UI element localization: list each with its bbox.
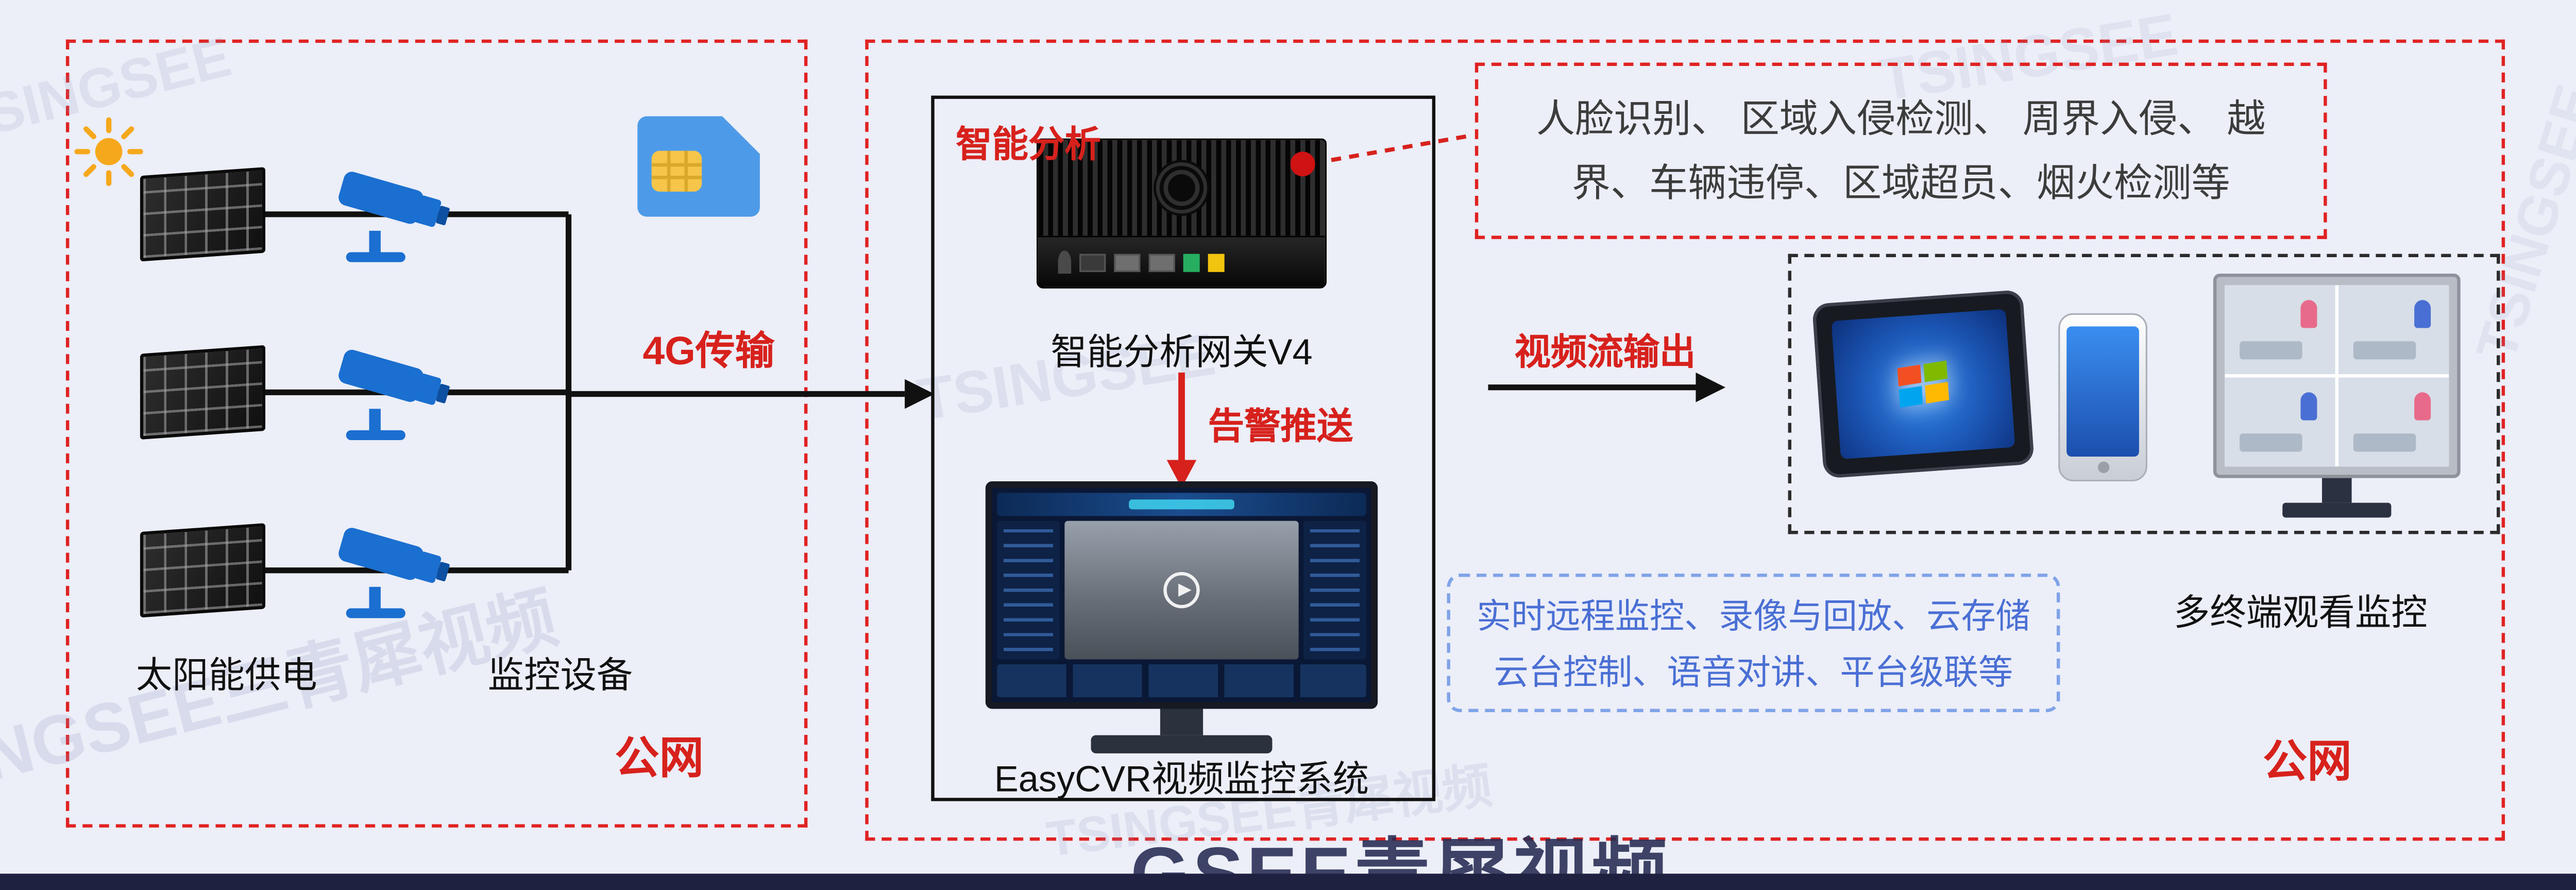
terminals-box-border: [1788, 254, 2500, 534]
power-led: [1208, 253, 1225, 272]
usb-port: [1079, 253, 1106, 272]
gateway-front-panel: [1036, 236, 1327, 289]
phone-screen: [2066, 326, 2139, 457]
tablet-screen: [1831, 309, 2015, 460]
solar-power-label: 太阳能供电: [135, 654, 317, 696]
easycvr-video-feed: [1064, 520, 1299, 660]
multi-terminal-label: 多终端观看监控: [2174, 592, 2428, 633]
capabilities-box: 实时远程监控、录像与回放、云存储 云台控制、语音对讲、平台级联等: [1447, 574, 2060, 712]
easycvr-monitor-image: [985, 481, 1378, 753]
cctv-camera-icon: [336, 343, 468, 445]
easycvr-thumbnail-strip: [997, 664, 1366, 698]
capabilities-line1: 实时远程监控、录像与回放、云存储: [1477, 598, 2030, 636]
easycvr-screen: [985, 481, 1378, 709]
platform-zone-border: [865, 39, 2505, 841]
public-network-label-left: 公网: [615, 733, 704, 783]
camera-view-cell: [2338, 285, 2449, 375]
easycvr-header-bar: [997, 493, 1366, 516]
intelligent-analysis-label: 智能分析: [956, 123, 1101, 165]
ai-features-text: 人脸识别、 区域入侵检测、 周界入侵、 越界、车辆违停、区域超员、烟火检测等: [1536, 98, 2266, 204]
gateway-heatsink: [1036, 138, 1327, 238]
bottom-strip: [0, 874, 2576, 890]
cctv-camera-icon: [336, 165, 468, 267]
gateway-fan: [1154, 160, 1210, 216]
alarm-push-label: 告警推送: [1208, 405, 1353, 447]
ethernet-port: [1148, 253, 1175, 272]
status-led: [1183, 253, 1200, 272]
play-icon: [1163, 572, 1200, 609]
monitor-stand-base: [2282, 502, 2392, 518]
4g-transmission-label: 4G传输: [642, 329, 775, 375]
sim-card-icon: [631, 112, 763, 221]
tablet-icon: [1811, 289, 2035, 479]
gateway-name-label: 智能分析网关V4: [1050, 331, 1313, 373]
monitor-stand-base: [1091, 735, 1273, 753]
phone-icon: [2058, 313, 2147, 482]
surveillance-monitor-icon: [2213, 273, 2461, 478]
solar-panel-icon: [140, 523, 265, 618]
easycvr-dashboard: [997, 520, 1366, 660]
solar-panel-icon: [140, 167, 265, 262]
video-output-label: 视频流输出: [1514, 331, 1696, 373]
ai-gateway-device-image: [1036, 138, 1327, 290]
phone-home-button: [2097, 461, 2109, 474]
easycvr-right-panel: [1303, 520, 1366, 660]
camera-view-cell: [2225, 377, 2335, 467]
windows-logo-icon: [1897, 360, 1950, 408]
cctv-camera-icon: [336, 521, 468, 623]
sun-icon: [73, 115, 145, 188]
camera-view-cell: [2338, 377, 2449, 467]
camera-view-cell: [2225, 285, 2335, 375]
power-zone-border: [65, 39, 808, 828]
quad-view-grid: [2225, 285, 2449, 467]
monitoring-devices-label: 监控设备: [487, 654, 633, 696]
callout-dot: [1290, 152, 1315, 177]
capabilities-line2: 云台控制、语音对讲、平台级联等: [1494, 654, 2013, 693]
antenna-port: [1058, 250, 1072, 274]
public-network-label-right: 公网: [2262, 736, 2352, 786]
easycvr-left-panel: [997, 520, 1060, 660]
easycvr-label: EasyCVR视频监控系统: [994, 758, 1369, 800]
monitor-stand-neck: [1160, 709, 1204, 735]
solar-panel-icon: [140, 345, 265, 440]
ai-features-box: 人脸识别、 区域入侵检测、 周界入侵、 越界、车辆违停、区域超员、烟火检测等: [1475, 62, 2327, 239]
ethernet-port: [1114, 253, 1141, 272]
gateway-box-border: [931, 95, 1436, 801]
monitor-stand-neck: [2321, 478, 2352, 503]
